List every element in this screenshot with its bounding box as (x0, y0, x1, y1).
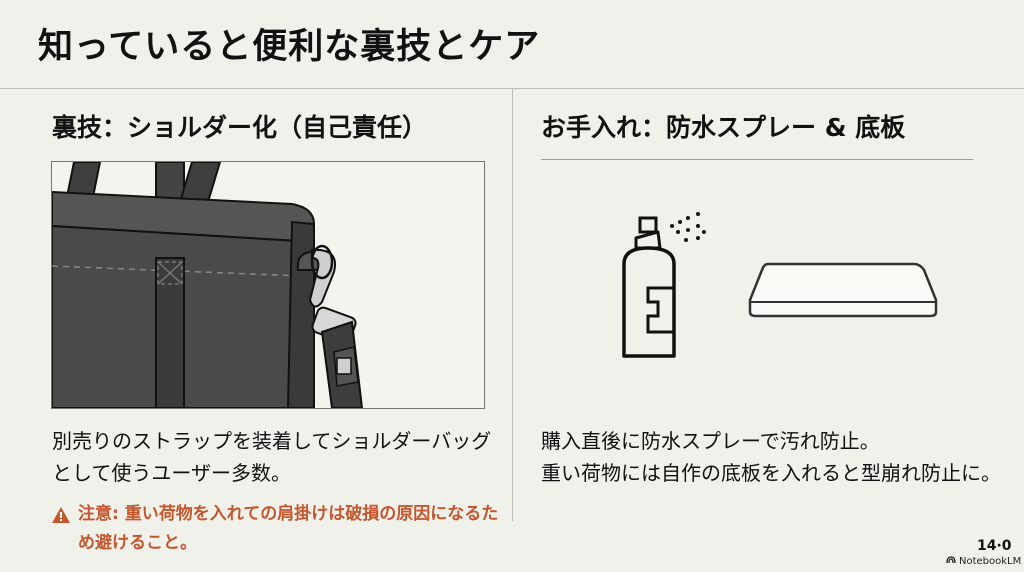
slide-title: 知っていると便利な裏技とケア (38, 27, 541, 67)
warning-note: 注意: 重い荷物を入れての肩掛けは破損の原因になるため避けること。 (52, 500, 512, 558)
spray-can-icon (618, 208, 708, 362)
warning-triangle-icon (52, 504, 70, 558)
right-description: 購入直後に防水スプレーで汚れ防止。 重い荷物には自作の底板を入れると型崩れ防止に… (541, 425, 1001, 489)
right-description-line2: 重い荷物には自作の底板を入れると型崩れ防止に。 (541, 461, 1001, 485)
brand-watermark: NotebookLM (946, 556, 1021, 567)
header-divider (0, 88, 1024, 89)
right-heading-rule (541, 159, 973, 160)
right-description-line1: 購入直後に防水スプレーで汚れ防止。 (541, 429, 880, 453)
left-description: 別売りのストラップを装着してショルダーバッグとして使うユーザー多数。 (52, 429, 492, 485)
tote-bag-strap-illustration (51, 161, 485, 409)
notebooklm-logo-icon (946, 556, 956, 567)
column-divider (512, 89, 513, 521)
brand-text: NotebookLM (959, 556, 1022, 567)
page-number: 14·0 (977, 538, 1012, 554)
warning-text: 注意: 重い荷物を入れての肩掛けは破損の原因になるため避けること。 (78, 504, 499, 553)
right-heading: お手入れ：防水スプレー & 底板 (541, 113, 906, 142)
bottom-board-icon (748, 260, 938, 324)
left-heading: 裏技：ショルダー化（自己責任） (52, 113, 428, 142)
